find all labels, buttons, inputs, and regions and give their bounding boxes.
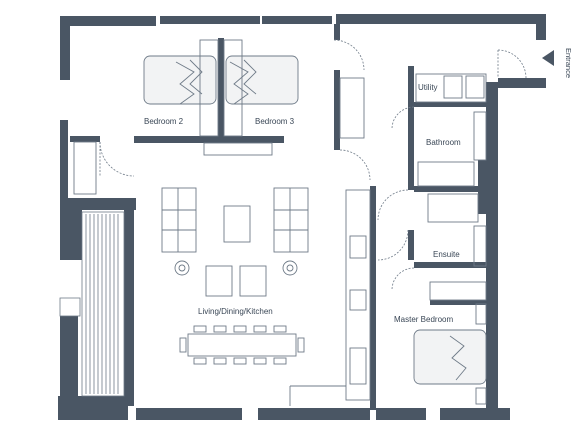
label-master-bedroom: Master Bedroom bbox=[394, 315, 454, 324]
label-entrance: Entrance bbox=[564, 48, 573, 79]
walls bbox=[58, 14, 546, 420]
balcony bbox=[59, 211, 125, 397]
label-living: Living/Dining/Kitchen bbox=[198, 307, 273, 316]
doors bbox=[99, 39, 527, 291]
label-bathroom: Bathroom bbox=[426, 138, 461, 147]
label-bedroom2: Bedroom 2 bbox=[144, 117, 184, 126]
label-utility: Utility bbox=[418, 83, 438, 92]
label-bedroom3: Bedroom 3 bbox=[255, 117, 295, 126]
entrance-arrow-icon bbox=[542, 50, 554, 66]
fixtures bbox=[73, 39, 487, 406]
label-ensuite: Ensuite bbox=[433, 250, 460, 259]
